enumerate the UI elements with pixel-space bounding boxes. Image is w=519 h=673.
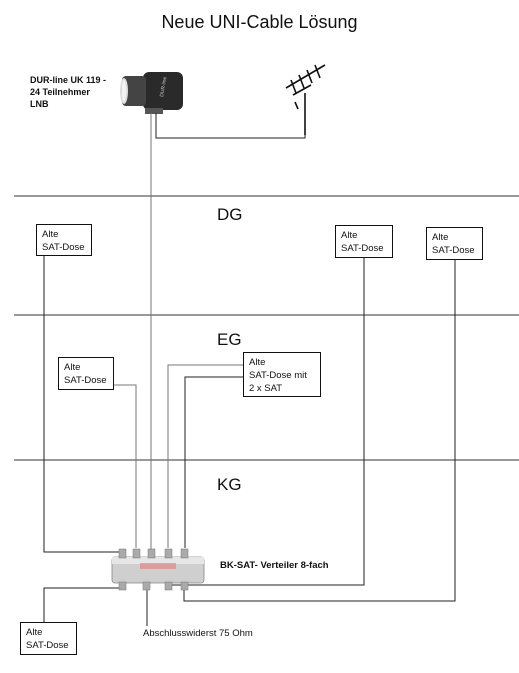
- lnb-label-line-2: 24 Teilnehmer: [30, 87, 90, 97]
- sat-box-line: SAT-Dose mit: [249, 370, 307, 381]
- sat-box-line: Alte: [42, 229, 59, 240]
- lnb-label-line-3: LNB: [30, 99, 49, 109]
- sat-box-line: SAT-Dose: [341, 243, 384, 254]
- lnb-brand-text: DUR-line: [159, 76, 168, 97]
- wire-dg-right: [183, 259, 456, 602]
- splitter-icon: [111, 548, 205, 591]
- sat-box-line: Alte: [64, 362, 81, 373]
- sat-box-line: Alte: [249, 357, 266, 368]
- lnb-label: DUR-line UK 119 - 24 Teilnehmer LNB: [30, 74, 106, 110]
- lnb-icon: DUR-line: [120, 72, 183, 114]
- sat-box-line: Alte: [341, 230, 358, 241]
- wire-eg-mid-b: [184, 376, 243, 548]
- sat-box-line: SAT-Dose: [26, 640, 69, 651]
- wire-eg-mid-a: [167, 364, 243, 548]
- sat-box-line: 2 x SAT: [249, 383, 283, 394]
- floor-label-kg: KG: [217, 475, 242, 494]
- floor-label-dg: DG: [217, 205, 243, 224]
- sat-box-line: SAT-Dose: [42, 242, 85, 253]
- sat-box-kg-left: Alte SAT-Dose: [20, 622, 77, 655]
- wire-dg-left: [43, 256, 122, 553]
- sat-box-line: SAT-Dose: [64, 375, 107, 386]
- sat-box-line: SAT-Dose: [432, 245, 475, 256]
- sat-box-eg-left: Alte SAT-Dose: [58, 357, 114, 390]
- wire-lnb-antenna: [155, 113, 306, 139]
- page-title: Neue UNI-Cable Lösung: [161, 12, 358, 32]
- sat-box-line: Alte: [432, 232, 449, 243]
- floor-label-eg: EG: [217, 330, 242, 349]
- splitter-label: BK-SAT- Verteiler 8-fach: [220, 560, 329, 571]
- wire-dg-mid: [168, 258, 365, 586]
- sat-box-eg-mid: Alte SAT-Dose mit 2 x SAT: [243, 352, 321, 397]
- sat-box-line: Alte: [26, 627, 43, 638]
- sat-box-dg-right: Alte SAT-Dose: [426, 227, 483, 260]
- wire-eg-left: [113, 384, 137, 548]
- antenna-icon: [285, 64, 326, 135]
- sat-box-dg-left: Alte SAT-Dose: [36, 224, 92, 256]
- terminator-label: Abschlusswiderst 75 Ohm: [143, 628, 253, 639]
- lnb-label-line-1: DUR-line UK 119 -: [30, 75, 107, 85]
- wire-kg-left: [43, 587, 122, 622]
- sat-box-dg-mid: Alte SAT-Dose: [335, 225, 393, 258]
